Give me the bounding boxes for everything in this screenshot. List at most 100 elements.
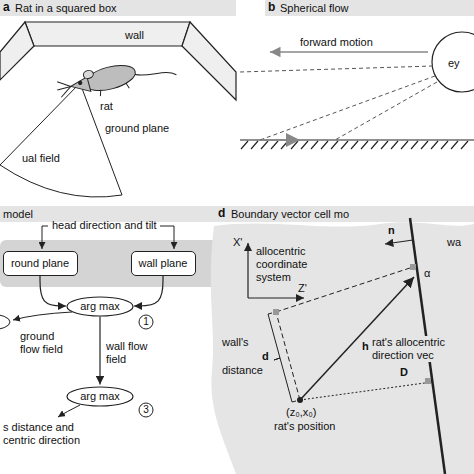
ground-line (411, 141, 418, 149)
axis-label: allocentric coordinate system (256, 245, 324, 284)
ground-line (301, 141, 308, 149)
ground-line (261, 141, 268, 149)
rat-figure (135, 64, 176, 85)
flow-rays (260, 76, 435, 140)
part-label: ey (448, 57, 460, 70)
ground-line (391, 141, 398, 149)
input-arrows (42, 226, 48, 249)
ground-line (271, 141, 278, 149)
axis-label: X' (233, 236, 242, 249)
panel-title: model (3, 208, 33, 221)
rat-figure (82, 69, 94, 79)
eye-sphere (432, 32, 474, 92)
panel-title: Spherical flow (280, 2, 348, 15)
ground-line (371, 141, 378, 149)
panel-title: Rat in a squared box (15, 2, 117, 15)
edge-label: wall flow field (106, 340, 156, 366)
ellipse-outline (67, 387, 133, 406)
angle-label: α (424, 267, 430, 280)
ground-line (311, 141, 318, 149)
part-label: ual field (22, 152, 60, 165)
visual-field (0, 165, 122, 197)
flow-rays (240, 66, 437, 140)
ground-line (401, 141, 408, 149)
vector-label: h (362, 340, 369, 353)
part-label: rat (100, 100, 113, 113)
ground-line (361, 141, 368, 149)
input-arrows (160, 226, 174, 249)
right-angle-markers (273, 309, 279, 315)
rat-figure (70, 77, 91, 96)
ground-line (291, 141, 298, 149)
ground-line (240, 139, 474, 140)
coordinate-axes (248, 297, 304, 298)
motion-arrow (270, 51, 428, 53)
ground-line (421, 141, 428, 149)
position-label: (z₀,x₀) (286, 406, 317, 419)
header-bands (0, 0, 236, 16)
distance-label: distance (222, 364, 263, 377)
ground-line (251, 141, 258, 149)
ground-line (331, 141, 338, 149)
panel-letter: b (268, 1, 275, 14)
output-arrow (58, 405, 80, 417)
part-label: wall (125, 29, 144, 42)
flow-label: ground flow field (20, 330, 72, 356)
ground-line (341, 141, 348, 149)
vector-label: n (388, 224, 395, 237)
ground-line (441, 141, 448, 149)
flow-rays (335, 82, 437, 140)
ground-line (381, 141, 388, 149)
rat-figure (54, 49, 176, 107)
arena-region (211, 222, 474, 474)
argmax-ellipse: arg max (66, 296, 134, 317)
axis-label: Z' (298, 282, 307, 295)
node-text: arg max (80, 390, 120, 403)
flow-rays (240, 66, 433, 72)
rat-figure (59, 86, 73, 97)
ground-line (351, 141, 358, 149)
header-bands (265, 0, 474, 16)
cropped-ellipse (0, 314, 10, 330)
ground-line (321, 141, 328, 149)
distance-label: D (400, 366, 408, 379)
normal-vector (385, 240, 413, 244)
panel-title: Boundary vector cell mo (231, 208, 349, 221)
rat-figure (99, 90, 102, 96)
ground-line (461, 141, 468, 149)
panel-letter: a (3, 1, 10, 14)
output-label: s distance and (3, 421, 74, 434)
ellipse-outline (67, 297, 133, 316)
visual-field (80, 83, 122, 195)
position-label: rat's position (274, 420, 335, 433)
right-angle-markers (410, 264, 416, 270)
visual-field (0, 83, 122, 197)
callout-circle (139, 403, 153, 417)
callout-circle (139, 315, 153, 329)
ground-line (241, 141, 248, 149)
squared-box (25, 22, 190, 46)
ground-line (281, 141, 288, 149)
squared-box (0, 22, 236, 100)
node-text: arg max (80, 300, 120, 313)
part-label: wa (447, 236, 461, 249)
argmax-ellipse: arg max (66, 386, 134, 407)
squared-box (0, 22, 34, 80)
header-bands (0, 0, 474, 222)
rat-figure (126, 83, 129, 89)
right-angle-markers (425, 378, 431, 384)
plane-box: wall plane (131, 251, 196, 276)
panel-letter: d (218, 207, 225, 220)
ground-flow-arrow (13, 312, 72, 320)
squared-box (182, 22, 236, 100)
distance-bracket (268, 313, 296, 402)
distance-label: d (262, 350, 269, 363)
node-text: round plane (11, 257, 70, 270)
flow-vector (262, 139, 300, 141)
rat-figure (78, 81, 82, 85)
right-angle-markers (273, 264, 431, 384)
header-bands (214, 206, 474, 222)
motion-label: forward motion (300, 36, 373, 49)
output-label: centric direction (3, 434, 80, 447)
